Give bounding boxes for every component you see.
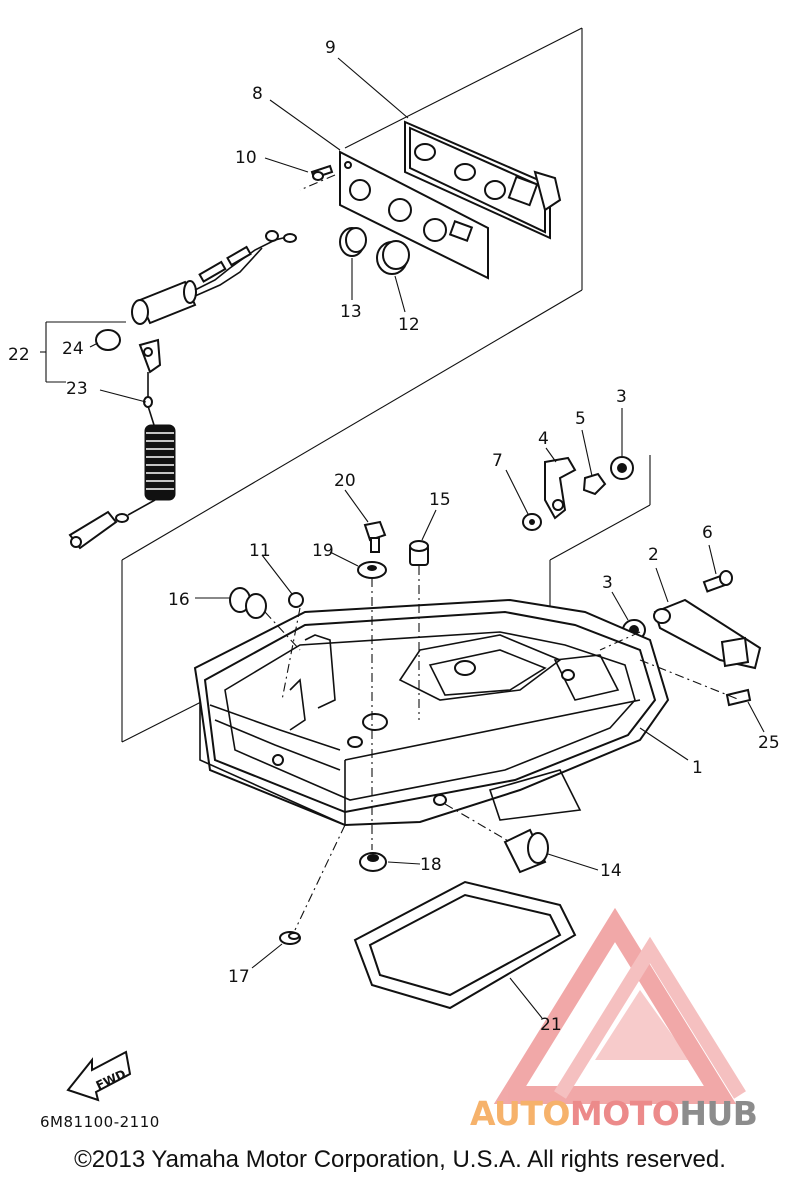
part-25-label	[725, 688, 752, 707]
callout-1: 1	[692, 758, 703, 778]
fwd-arrow-icon: FWD	[66, 1050, 132, 1102]
callout-20: 20	[334, 471, 356, 491]
part-17-clip	[279, 931, 301, 945]
part-23-lanyard	[68, 338, 176, 550]
callout-12: 12	[398, 315, 420, 335]
callout-14: 14	[600, 861, 622, 881]
callout-10: 10	[235, 148, 257, 168]
part-2-lever	[653, 598, 762, 670]
part-12-plug	[376, 240, 410, 275]
part-9-switch-panel	[404, 120, 562, 240]
callout-3a: 3	[616, 387, 627, 407]
callout-13: 13	[340, 302, 362, 322]
callout-2: 2	[648, 545, 659, 565]
copyright-text: ©2013 Yamaha Motor Corporation, U.S.A. A…	[74, 1146, 726, 1173]
callout-6: 6	[702, 523, 713, 543]
callout-9: 9	[325, 38, 336, 58]
part-7-nut	[522, 513, 542, 531]
part-11-nut	[288, 592, 304, 608]
callout-21: 21	[540, 1015, 562, 1035]
part-15-fitting	[409, 540, 429, 566]
watermark-part2: MOTO	[569, 1094, 680, 1133]
watermark-part3: HUB	[679, 1094, 758, 1133]
callout-5: 5	[575, 409, 586, 429]
part-24-clip	[95, 329, 121, 351]
callout-23: 23	[66, 379, 88, 399]
callouts: 9 8 10 13 12 22 24 23 3 5 4 7 20 15 6 11…	[8, 38, 780, 1035]
watermark-logo	[493, 907, 746, 1104]
part-8-gasket	[339, 150, 489, 280]
assembly-lines	[264, 174, 741, 931]
callout-11: 11	[249, 541, 271, 561]
part-13-plug	[339, 227, 367, 257]
diagram-code: 6M81100-2110	[40, 1113, 160, 1131]
part-18-grommet	[359, 852, 387, 872]
part-10-screw	[310, 164, 334, 181]
watermark-text: AUTOMOTOHUB	[470, 1094, 758, 1133]
callout-15: 15	[429, 490, 451, 510]
part-21-gasket	[353, 880, 577, 1010]
callout-8: 8	[252, 84, 263, 104]
watermark-part1: AUTO	[470, 1094, 570, 1133]
part-1-bottom-cowling	[193, 598, 670, 827]
part-3-washer-upper	[610, 456, 634, 480]
part-16-plug	[229, 587, 267, 619]
callout-18: 18	[420, 855, 442, 875]
part-20-bolt	[363, 520, 387, 553]
callout-25: 25	[758, 733, 780, 753]
part-22-stop-switch	[131, 230, 297, 325]
callout-19: 19	[312, 541, 334, 561]
part-5-nut	[582, 472, 607, 496]
part-4-bracket	[544, 456, 577, 520]
callout-17: 17	[228, 967, 250, 987]
part-19-grommet	[357, 561, 387, 579]
callout-3b: 3	[602, 573, 613, 593]
part-14-plug	[503, 828, 549, 874]
callout-24: 24	[62, 339, 84, 359]
callout-7: 7	[492, 451, 503, 471]
upper-frame	[121, 27, 651, 743]
callout-22: 22	[8, 345, 30, 365]
callout-4: 4	[538, 429, 549, 449]
part-6-bolt	[702, 570, 733, 593]
callout-16: 16	[168, 590, 190, 610]
leader-lines	[40, 57, 765, 1019]
